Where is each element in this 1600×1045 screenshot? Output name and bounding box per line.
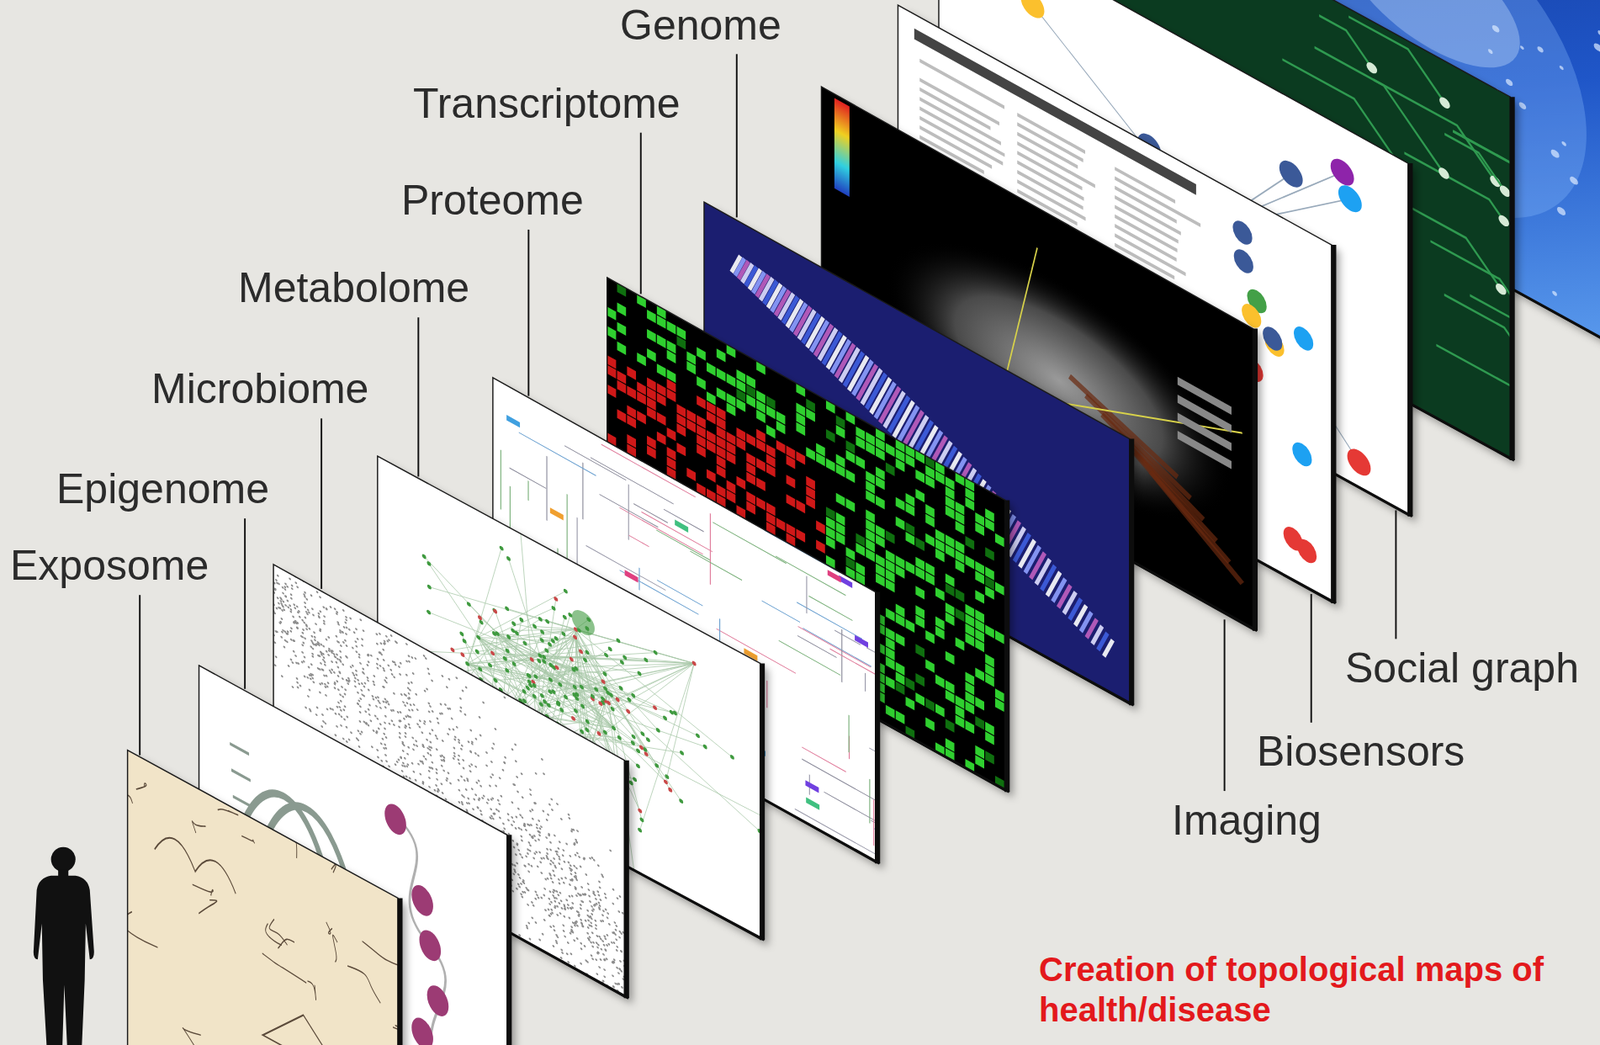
panel-border xyxy=(127,750,398,1045)
label-holder: Creation of topological maps of health/d… xyxy=(1038,948,1586,1030)
layer-label: Transcriptome xyxy=(413,79,681,129)
layer-label: Exposome xyxy=(10,541,209,591)
panel-edge xyxy=(1330,244,1336,604)
panel-edge xyxy=(759,662,765,940)
panel-edge xyxy=(1128,439,1134,706)
label-holder: Microbiome xyxy=(151,365,369,414)
panel-edge xyxy=(1509,96,1516,461)
label-holder: Metabolome xyxy=(238,264,470,313)
layer-label: Biosensors xyxy=(1256,727,1465,777)
layer-label: Genome xyxy=(619,1,782,51)
layer-label: Imaging xyxy=(1171,796,1322,846)
panel-edge xyxy=(1004,499,1010,792)
panel-edge xyxy=(1407,163,1413,517)
layer-label: Social graph xyxy=(1345,644,1579,694)
leader-line xyxy=(417,317,419,477)
label-holder: Proteome xyxy=(401,176,584,226)
label-holder: Social graph xyxy=(1345,644,1579,694)
label-holder: Genome xyxy=(619,1,782,51)
label-holder: Imaging xyxy=(1171,796,1322,846)
panel-edge xyxy=(874,592,880,864)
leader-line xyxy=(1394,510,1397,640)
leader-line xyxy=(527,229,530,397)
panel-edge xyxy=(1252,328,1258,631)
panel-edge xyxy=(624,760,630,999)
leader-line xyxy=(1223,619,1226,791)
layer-label: Metabolome xyxy=(238,264,470,313)
leader-line xyxy=(320,418,323,589)
leader-line xyxy=(736,53,738,218)
leader-line xyxy=(138,594,141,755)
panel-edge xyxy=(506,834,512,1045)
leader-line xyxy=(1310,593,1313,723)
layer-label: Proteome xyxy=(401,176,584,226)
layer-stack xyxy=(33,0,1600,1045)
exposome-panel xyxy=(121,744,407,1045)
label-holder: Exposome xyxy=(10,541,209,591)
panel-edge xyxy=(397,897,403,1045)
layer-label: Epigenome xyxy=(56,465,270,514)
label-holder: Epigenome xyxy=(56,465,270,514)
layer-label: Microbiome xyxy=(151,365,369,414)
person-silhouette xyxy=(33,847,95,1045)
label-holder: Biosensors xyxy=(1256,727,1465,777)
leader-line xyxy=(243,518,246,689)
label-holder: Transcriptome xyxy=(413,79,681,129)
note-text: Creation of topological maps of health/d… xyxy=(1038,948,1586,1030)
leader-line xyxy=(640,132,642,295)
